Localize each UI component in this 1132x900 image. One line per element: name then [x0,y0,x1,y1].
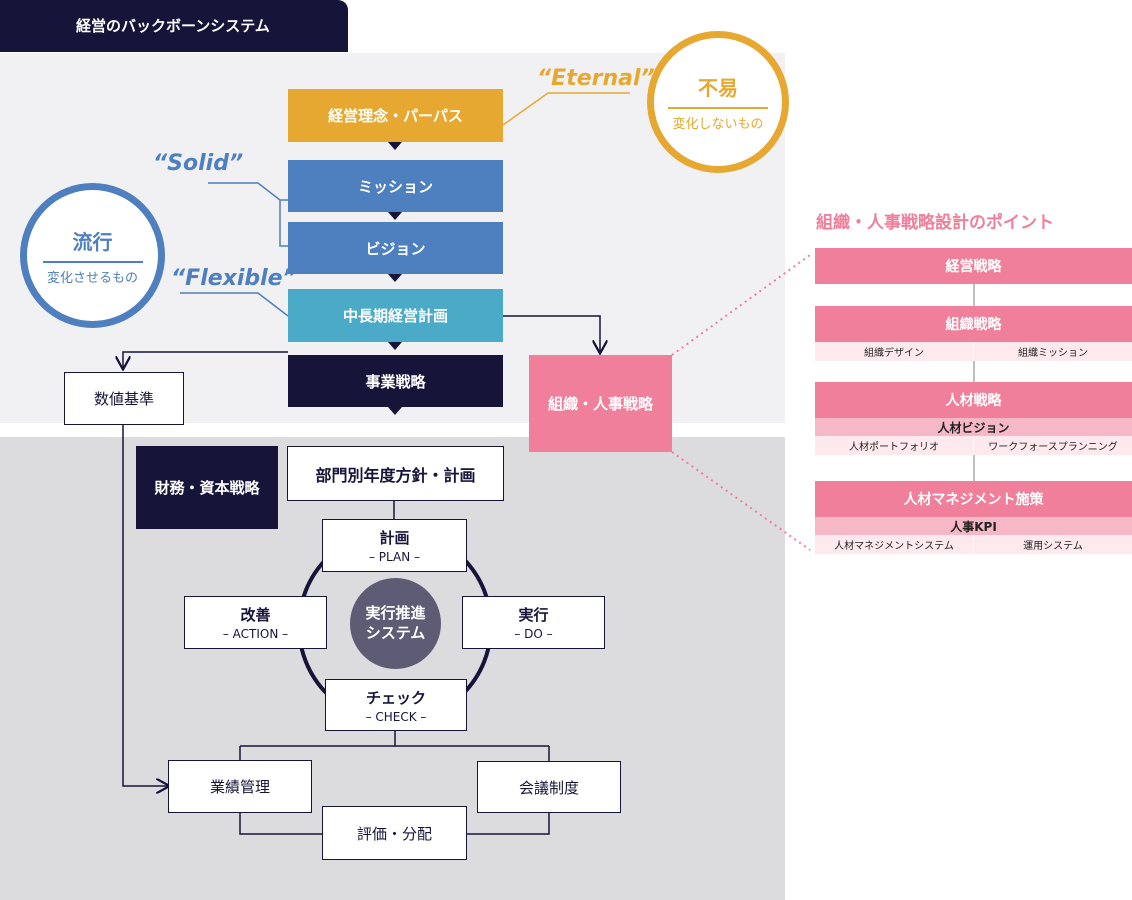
meeting-system-box: 会議制度 [477,761,621,813]
pdca-do-box: 実行 – DO – [462,596,605,649]
pdca-check-title: チェック [365,688,426,707]
execution-system-line1: 実行推進 [365,604,426,622]
business-strategy-box: 事業戦略 [288,355,503,407]
pdca-plan-sub: – PLAN – [368,550,420,564]
execution-system-circle: 実行推進 システム [350,578,441,669]
fueki-subtitle: 変化しないもの [672,117,764,132]
arrow-down-3 [388,274,402,282]
flexible-connector [180,292,289,317]
solid-connector [208,182,288,247]
pdca-action-title: 改善 [240,606,271,624]
talent-management-block: 人材マネジメント施策 人事KPI 人材マネジメントシステム 運用システム [815,481,1132,554]
hr-kpi-bar: 人事KPI [815,517,1132,535]
pdca-action-sub: – ACTION – [222,627,289,641]
ryuko-title: 流行 [72,229,113,254]
eternal-label: “Eternal” [537,66,655,91]
finance-capital-strategy-box: 財務・資本戦略 [136,446,278,529]
ryuko-subtitle: 変化させるもの [46,270,138,286]
arrow-down-2 [388,212,402,220]
fueki-circle: 不易 変化しないもの [647,31,789,173]
org-strategy-head: 組織戦略 [815,306,1132,342]
right-panel-title: 組織・人事戦略設計のポイント [816,213,1054,233]
section-tab-title: 経営のバックボーンシステム [0,0,348,52]
talent-strategy-row: 人材ポートフォリオ ワークフォースプランニング [815,436,1132,455]
ryuko-circle: 流行 変化させるもの [20,183,165,328]
management-strategy-head: 経営戦略 [815,248,1132,284]
talent-portfolio-cell: 人材ポートフォリオ [815,436,973,455]
fueki-title: 不易 [698,76,738,100]
pdca-plan-title: 計画 [379,529,410,547]
dotted-link-bottom [671,451,811,551]
arrow-down-5 [388,407,402,415]
midterm-plan-box: 中長期経営計画 [288,289,503,342]
vision-box: ビジョン [288,222,503,274]
workforce-planning-cell: ワークフォースプランニング [973,436,1132,455]
strategy-to-numeric-arrow [123,351,288,368]
numeric-to-performance-arrow [122,425,168,786]
arrow-down-4 [388,342,402,350]
org-design-cell: 組織デザイン [815,342,973,361]
talent-strategy-head: 人材戦略 [815,382,1132,418]
performance-to-evaluation [239,813,322,835]
pdca-action-box: 改善 – ACTION – [184,596,327,649]
evaluation-distribution-box: 評価・分配 [322,806,467,860]
pdca-do-sub: – DO – [514,627,553,641]
talent-vision-bar: 人材ビジョン [815,418,1132,436]
pdca-check-box: チェック – CHECK – [325,679,467,731]
operation-system-cell: 運用システム [973,535,1132,554]
ryuko-rule [42,260,143,263]
talent-management-head: 人材マネジメント施策 [815,481,1132,517]
dotted-link-top [671,254,811,356]
pdca-do-title: 実行 [518,606,549,624]
execution-system-line2: システム [365,623,426,642]
talent-management-row: 人材マネジメントシステム 運用システム [815,535,1132,554]
org-strategy-row: 組織デザイン 組織ミッション [815,342,1132,361]
solid-label: “Solid” [153,151,244,176]
plan-to-hr-arrow [503,315,600,352]
dept-annual-plan-box: 部門別年度方針・計画 [287,446,504,501]
flexible-label: “Flexible” [171,266,297,291]
fueki-rule [668,107,768,109]
talent-strategy-block: 人材戦略 人材ビジョン 人材ポートフォリオ ワークフォースプランニング [815,382,1132,455]
org-strategy-block: 組織戦略 組織デザイン 組織ミッション [815,306,1132,361]
philosophy-box: 経営理念・パーパス [288,89,503,142]
meeting-to-evaluation [467,813,550,835]
mission-box: ミッション [288,160,503,212]
numeric-standard-box: 数値基準 [64,372,184,425]
arrow-down-1 [388,142,402,150]
management-strategy-block: 経営戦略 [815,248,1132,284]
pdca-plan-box: 計画 – PLAN – [322,519,467,572]
org-hr-strategy-box: 組織・人事戦略 [529,355,672,452]
talent-management-system-cell: 人材マネジメントシステム [815,535,973,554]
pdca-check-sub: – CHECK – [365,709,427,724]
org-mission-cell: 組織ミッション [973,342,1132,361]
eternal-connector [502,92,630,126]
performance-management-box: 業績管理 [168,760,312,813]
